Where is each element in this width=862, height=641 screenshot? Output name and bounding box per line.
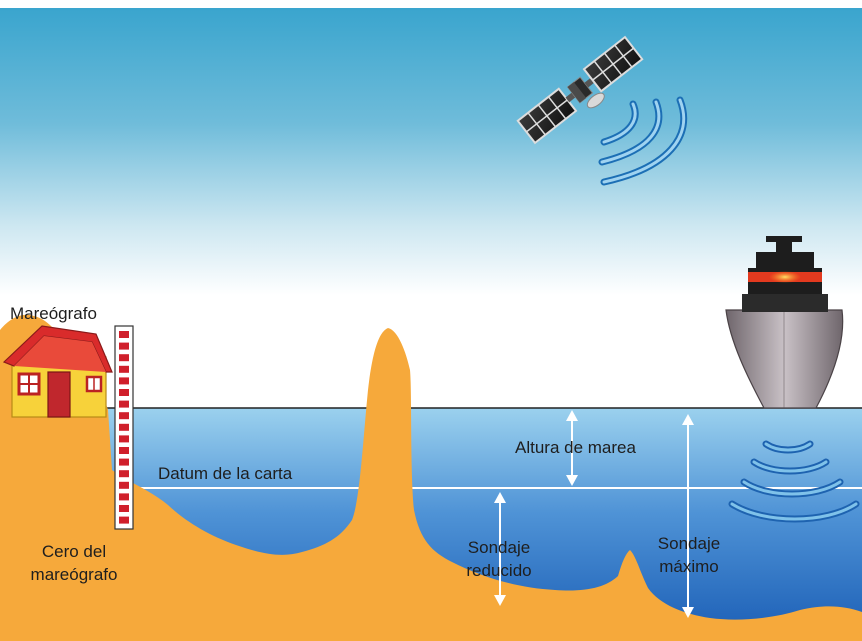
- tide-staff-icon: [114, 325, 134, 530]
- sky: [0, 0, 862, 410]
- chart-datum-label: Datum de la carta: [158, 464, 293, 483]
- ship-icon: [725, 236, 844, 409]
- tide-staff-mark: [119, 435, 129, 443]
- tide-height-arrow: [566, 410, 578, 486]
- satellite-icon: [516, 35, 644, 145]
- max-sounding-label-line2: máximo: [659, 557, 719, 576]
- tide-staff-mark: [119, 423, 129, 431]
- tide-staff-mark: [119, 389, 129, 396]
- tide-staff-mark: [119, 412, 129, 420]
- tide-staff-mark: [119, 493, 129, 501]
- tide-height-label: Altura de marea: [515, 438, 636, 457]
- tide-staff-mark: [119, 505, 129, 512]
- reduced-sounding-arrow: [494, 492, 506, 606]
- max-sounding-label-line1: Sondaje: [658, 534, 720, 553]
- tide-staff-mark: [119, 331, 129, 338]
- sonar-waves-icon: [728, 440, 860, 523]
- tide-staff-mark: [119, 354, 129, 362]
- tide-staff-mark: [119, 342, 129, 350]
- signal-waves-icon: [598, 96, 688, 186]
- image-border-top: [0, 0, 862, 8]
- tide-gauge-label: Mareógrafo: [10, 304, 97, 323]
- reduced-sounding-label-line1: Sondaje: [468, 538, 530, 557]
- tide-staff-mark: [119, 400, 129, 408]
- gauge-zero-label-line1: Cero del: [42, 542, 106, 561]
- tide-staff-mark: [119, 481, 129, 489]
- gauge-zero-label-line2: mareógrafo: [31, 565, 118, 584]
- tide-staff-mark: [119, 365, 129, 373]
- tide-staff-mark: [119, 377, 129, 385]
- seabed: [0, 314, 862, 641]
- max-sounding-arrow: [682, 414, 694, 618]
- tide-staff-mark: [119, 516, 129, 524]
- house-icon: [2, 325, 113, 418]
- tide-staff-mark: [119, 447, 129, 454]
- reduced-sounding-label-line2: reducido: [466, 561, 531, 580]
- tide-staff-mark: [119, 458, 129, 466]
- tide-staff-mark: [119, 470, 129, 478]
